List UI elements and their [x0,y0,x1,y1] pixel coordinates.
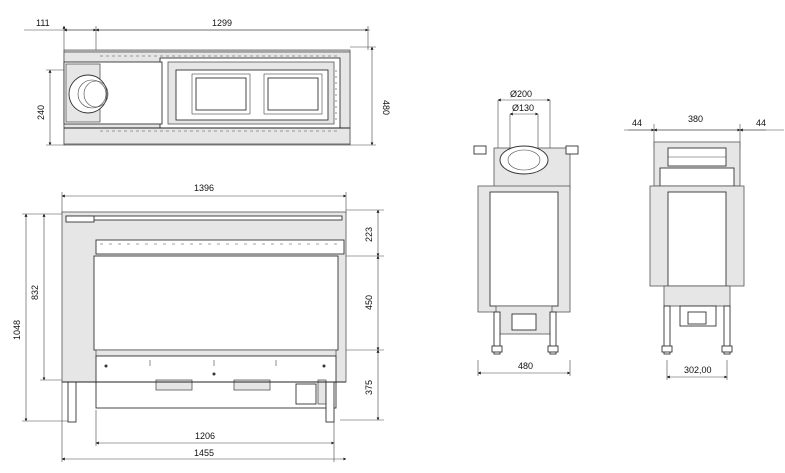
dim-length-label: 1299 [212,18,232,28]
dim-height-body-label: 832 [30,285,40,300]
dim-flue-offset-label: 240 [36,105,46,120]
dim-flue-outer-label: Ø200 [510,89,532,99]
dim-depth-label: 480 [381,100,391,115]
dim-foot-span-label: 302,00 [684,365,712,375]
dim-upper-label: 223 [364,227,374,242]
dim-glass-label: 450 [364,295,374,310]
dim-back-right-label: 44 [756,118,766,128]
dim-width-top-label: 1396 [194,183,214,193]
dim-back-left-label: 44 [632,118,642,128]
dim-back-center-label: 380 [688,114,703,124]
top-view: 111 1299 480 240 [24,18,391,146]
dim-lower-label: 375 [364,380,374,395]
dim-side-width-label: 480 [518,361,533,371]
dim-base-inner-label: 1206 [195,431,215,441]
dim-base-outer-label: 1455 [194,448,214,458]
front-view: 1396 1048 832 223 450 375 [12,183,384,462]
dim-flue-inner-label: Ø130 [512,103,534,113]
back-view: 44 380 44 302,00 [624,114,784,380]
side-view: Ø200 Ø130 480 [473,89,579,376]
dim-offset-label: 111 [36,18,50,28]
dim-height-total-label: 1048 [12,320,22,340]
